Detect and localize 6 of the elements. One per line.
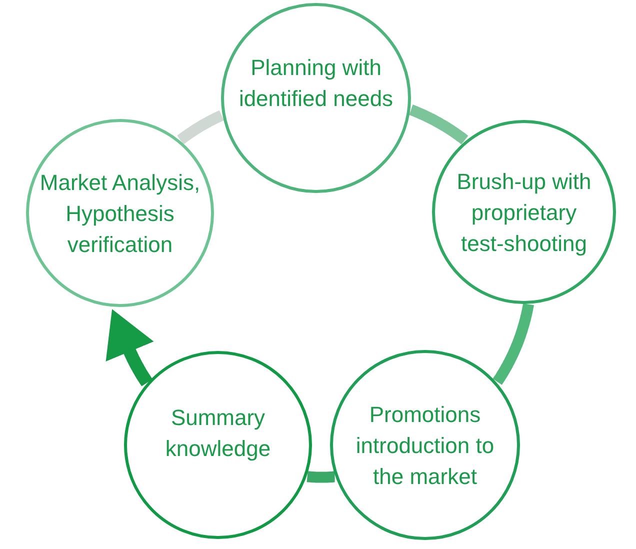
step-label: Brush-up with proprietary test-shooting [456,168,592,258]
connector-arc [176,110,226,145]
step-label: Summary knowledge [164,404,272,463]
step-label: Market Analysis, Hypothesis verification [38,168,202,258]
step-label: Promotions introduction to the market [354,400,496,490]
step-label: Planning with identified needs [238,54,394,113]
